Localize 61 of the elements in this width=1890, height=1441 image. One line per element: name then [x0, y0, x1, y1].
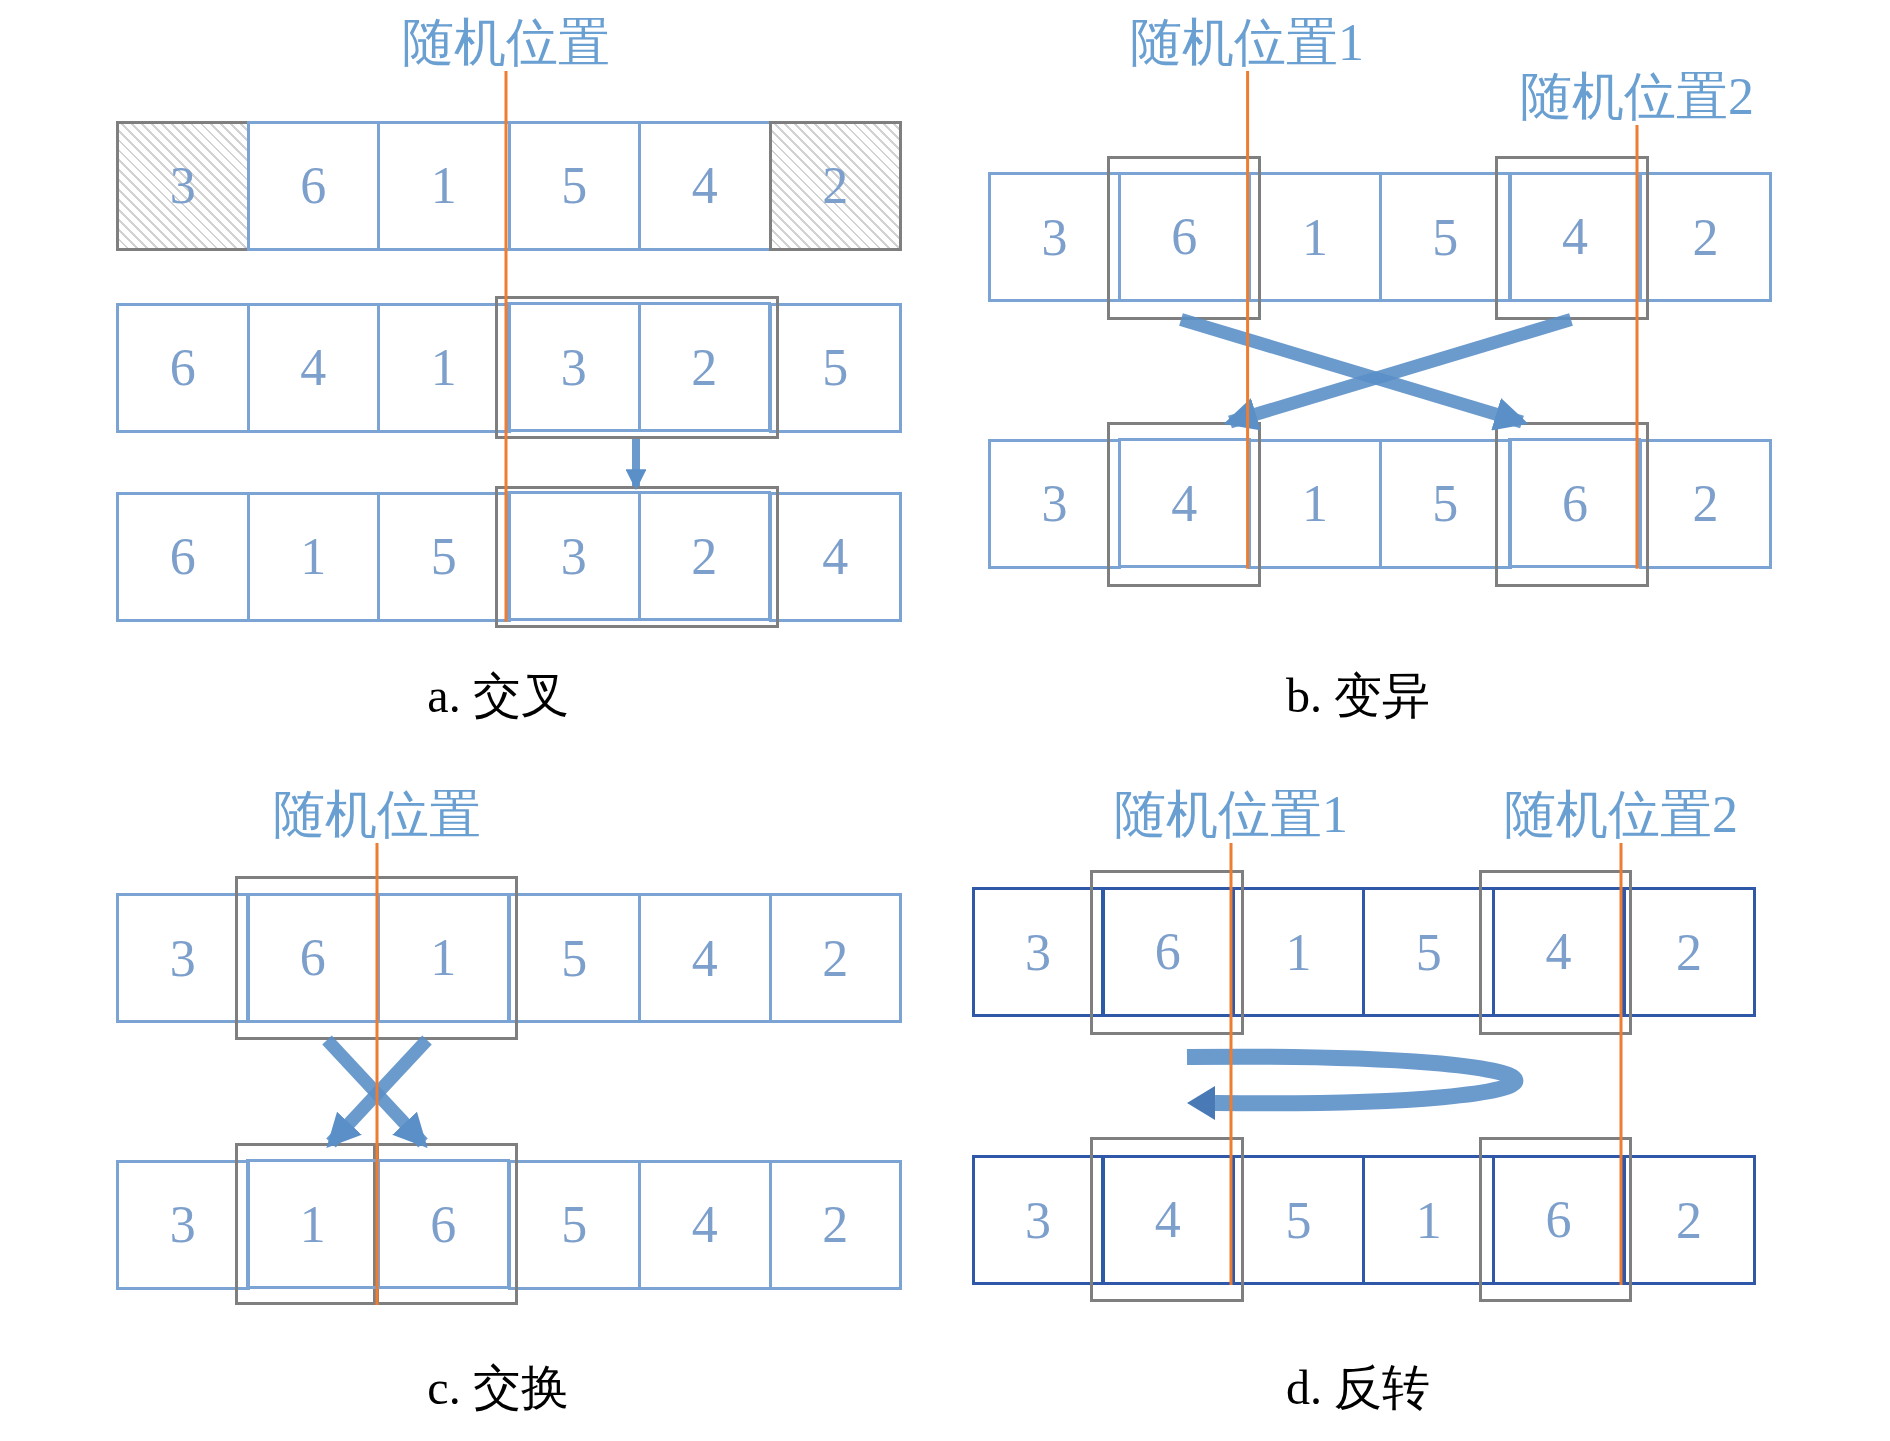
- position-label: 随机位置2: [1520, 68, 1754, 126]
- number-cell: 1: [1248, 172, 1382, 303]
- highlight-frame: [1479, 1137, 1632, 1302]
- number-cell: 6: [116, 491, 250, 622]
- panel-caption: d. 反转: [1286, 1362, 1430, 1415]
- number-cell: 2: [768, 120, 902, 251]
- position-label: 随机位置2: [1504, 786, 1738, 844]
- number-cell: 5: [377, 491, 511, 622]
- number-cell: 3: [116, 893, 250, 1023]
- position-label: 随机位置1: [1114, 786, 1348, 844]
- number-cell: 3: [116, 120, 250, 251]
- highlight-frame: [235, 1143, 376, 1305]
- number-cell: 3: [507, 302, 641, 432]
- number-cell: 4: [768, 491, 902, 622]
- number-cell: 1: [1248, 438, 1382, 569]
- position-line: [1229, 843, 1233, 1285]
- number-cell: 6: [246, 120, 380, 251]
- highlight-frame: [495, 296, 779, 439]
- position-label: 随机位置1: [1130, 14, 1364, 72]
- highlight-frame: [1090, 870, 1244, 1035]
- number-cell: 2: [1639, 438, 1773, 569]
- number-cell: 3: [116, 1159, 250, 1290]
- number-cell: 5: [507, 1159, 641, 1290]
- number-cell: 6: [116, 302, 250, 433]
- number-cell: 2: [1622, 887, 1756, 1017]
- position-label: 随机位置: [402, 14, 610, 72]
- number-cell: 4: [638, 1159, 772, 1290]
- position-line: [1635, 125, 1639, 569]
- highlight-frame: [495, 486, 779, 628]
- position-line: [1619, 843, 1623, 1285]
- highlight-frame: [1494, 155, 1649, 320]
- number-cell: 3: [971, 887, 1105, 1017]
- highlight-frame: [1090, 1137, 1244, 1302]
- number-cell: 4: [1117, 438, 1251, 569]
- position-line: [375, 843, 379, 1305]
- number-cell: 2: [1639, 172, 1773, 303]
- panel-caption: b. 变异: [1286, 670, 1430, 723]
- number-cell: 5: [768, 302, 902, 433]
- number-cell: 2: [1622, 1155, 1756, 1285]
- position-label: 随机位置: [273, 786, 481, 844]
- number-cell: 3: [971, 1155, 1105, 1285]
- number-cell: 4: [1508, 171, 1642, 302]
- highlight-frame: [1106, 155, 1261, 320]
- highlight-frame: [376, 1143, 518, 1305]
- number-cell: 1: [377, 302, 511, 433]
- position-line: [1246, 71, 1250, 569]
- panel-caption: c. 交换: [427, 1362, 569, 1415]
- position-line: [504, 71, 508, 622]
- number-cell: 6: [1508, 438, 1642, 569]
- number-cell: 3: [988, 438, 1122, 569]
- number-cell: 6: [376, 1159, 510, 1290]
- highlight-frame: [1479, 870, 1632, 1035]
- highlight-frame: [1494, 422, 1649, 587]
- highlight-frame: [235, 876, 518, 1040]
- number-cell: 5: [507, 893, 641, 1023]
- panel-caption: a. 交叉: [427, 670, 569, 723]
- number-cell: 3: [507, 491, 641, 622]
- arrow: [1179, 313, 1529, 431]
- arrow: [1223, 313, 1573, 431]
- number-cell: 4: [638, 893, 772, 1023]
- highlight-frame: [1106, 422, 1261, 587]
